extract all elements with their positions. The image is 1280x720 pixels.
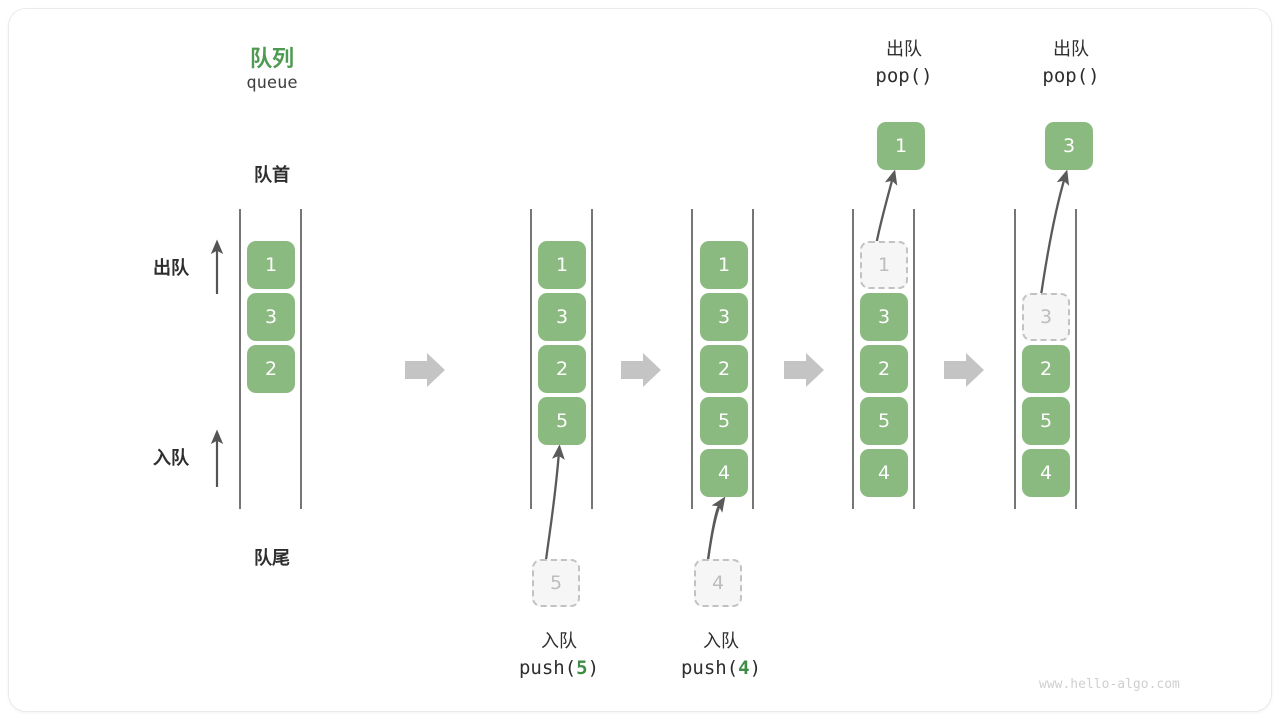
- code-suffix: ): [1088, 65, 1100, 88]
- queue-node: 2: [860, 345, 908, 393]
- queue-front-label: 队首: [254, 165, 290, 186]
- queue-node: 3: [700, 293, 748, 341]
- queue-node: 1: [247, 241, 295, 289]
- code-arg: 4: [738, 657, 750, 680]
- code-prefix: push(: [518, 657, 577, 680]
- operation-label-cn: 出队: [886, 39, 922, 60]
- operation-label-code: pop(): [976, 63, 1166, 91]
- push-arrow-p3-head: [706, 496, 726, 561]
- dequeue-side-label: 出队: [153, 258, 189, 279]
- code-prefix: pop(: [875, 65, 922, 88]
- queue-node: 4: [860, 449, 908, 497]
- queue-rear-label: 队尾: [254, 548, 290, 569]
- queue-node: 2: [538, 345, 586, 393]
- operation-label-code: push(5): [464, 655, 654, 683]
- incoming-node-ghost: 5: [532, 559, 580, 607]
- queue-node: 4: [700, 449, 748, 497]
- diagram-card: 队列 queue 队首 队尾 出队 入队 1 3 2 1 3 2 5 5 入队 …: [8, 8, 1272, 712]
- removed-node-ghost: 1: [860, 241, 908, 289]
- code-prefix: push(: [680, 657, 739, 680]
- popped-node: 3: [1045, 122, 1093, 170]
- queue-node: 1: [538, 241, 586, 289]
- queue-node: 5: [700, 397, 748, 445]
- page-title: 队列: [249, 47, 294, 72]
- step-arrow-2: [621, 353, 661, 387]
- queue-node: 5: [860, 397, 908, 445]
- incoming-node-ghost: 4: [694, 559, 742, 607]
- diagram-overlay: [210, 169, 1077, 561]
- pop-arrow-p5: [1037, 169, 1070, 310]
- operation-label-cn: 入队: [703, 631, 739, 652]
- operation-label-pop-1: 出队 pop(): [809, 37, 999, 91]
- step-arrow-1: [405, 353, 445, 387]
- step-arrow-4: [944, 353, 984, 387]
- enqueue-side-label: 入队: [153, 448, 189, 469]
- queue-node: 2: [247, 345, 295, 393]
- queue-node: 2: [700, 345, 748, 393]
- removed-node-ghost: 3: [1022, 293, 1070, 341]
- step-arrow-3: [784, 353, 824, 387]
- push-arrow-p2: [544, 444, 565, 561]
- code-suffix: ): [749, 657, 762, 680]
- code-suffix: ): [921, 65, 933, 88]
- code-arg: 5: [576, 657, 588, 680]
- push-arrow-p3: [706, 502, 723, 561]
- operation-label-code: pop(): [809, 63, 999, 91]
- queue-node: 1: [700, 241, 748, 289]
- operation-label-cn: 出队: [1053, 39, 1089, 60]
- watermark: www.hello-algo.com: [1039, 677, 1180, 692]
- popped-node: 1: [877, 122, 925, 170]
- queue-node: 3: [860, 293, 908, 341]
- operation-label-code: push(4): [626, 655, 816, 683]
- queue-node: 3: [247, 293, 295, 341]
- queue-node: 2: [1022, 345, 1070, 393]
- queue-node: 3: [538, 293, 586, 341]
- code-prefix: pop(: [1042, 65, 1089, 88]
- operation-label-push-4: 入队 push(4): [626, 629, 816, 683]
- queue-node: 5: [1022, 397, 1070, 445]
- page-subtitle: queue: [246, 73, 298, 93]
- operation-label-cn: 入队: [541, 631, 577, 652]
- operation-label-push-5: 入队 push(5): [464, 629, 654, 683]
- queue-node: 4: [1022, 449, 1070, 497]
- operation-label-pop-3: 出队 pop(): [976, 37, 1166, 91]
- code-suffix: ): [587, 657, 600, 680]
- queue-node: 5: [538, 397, 586, 445]
